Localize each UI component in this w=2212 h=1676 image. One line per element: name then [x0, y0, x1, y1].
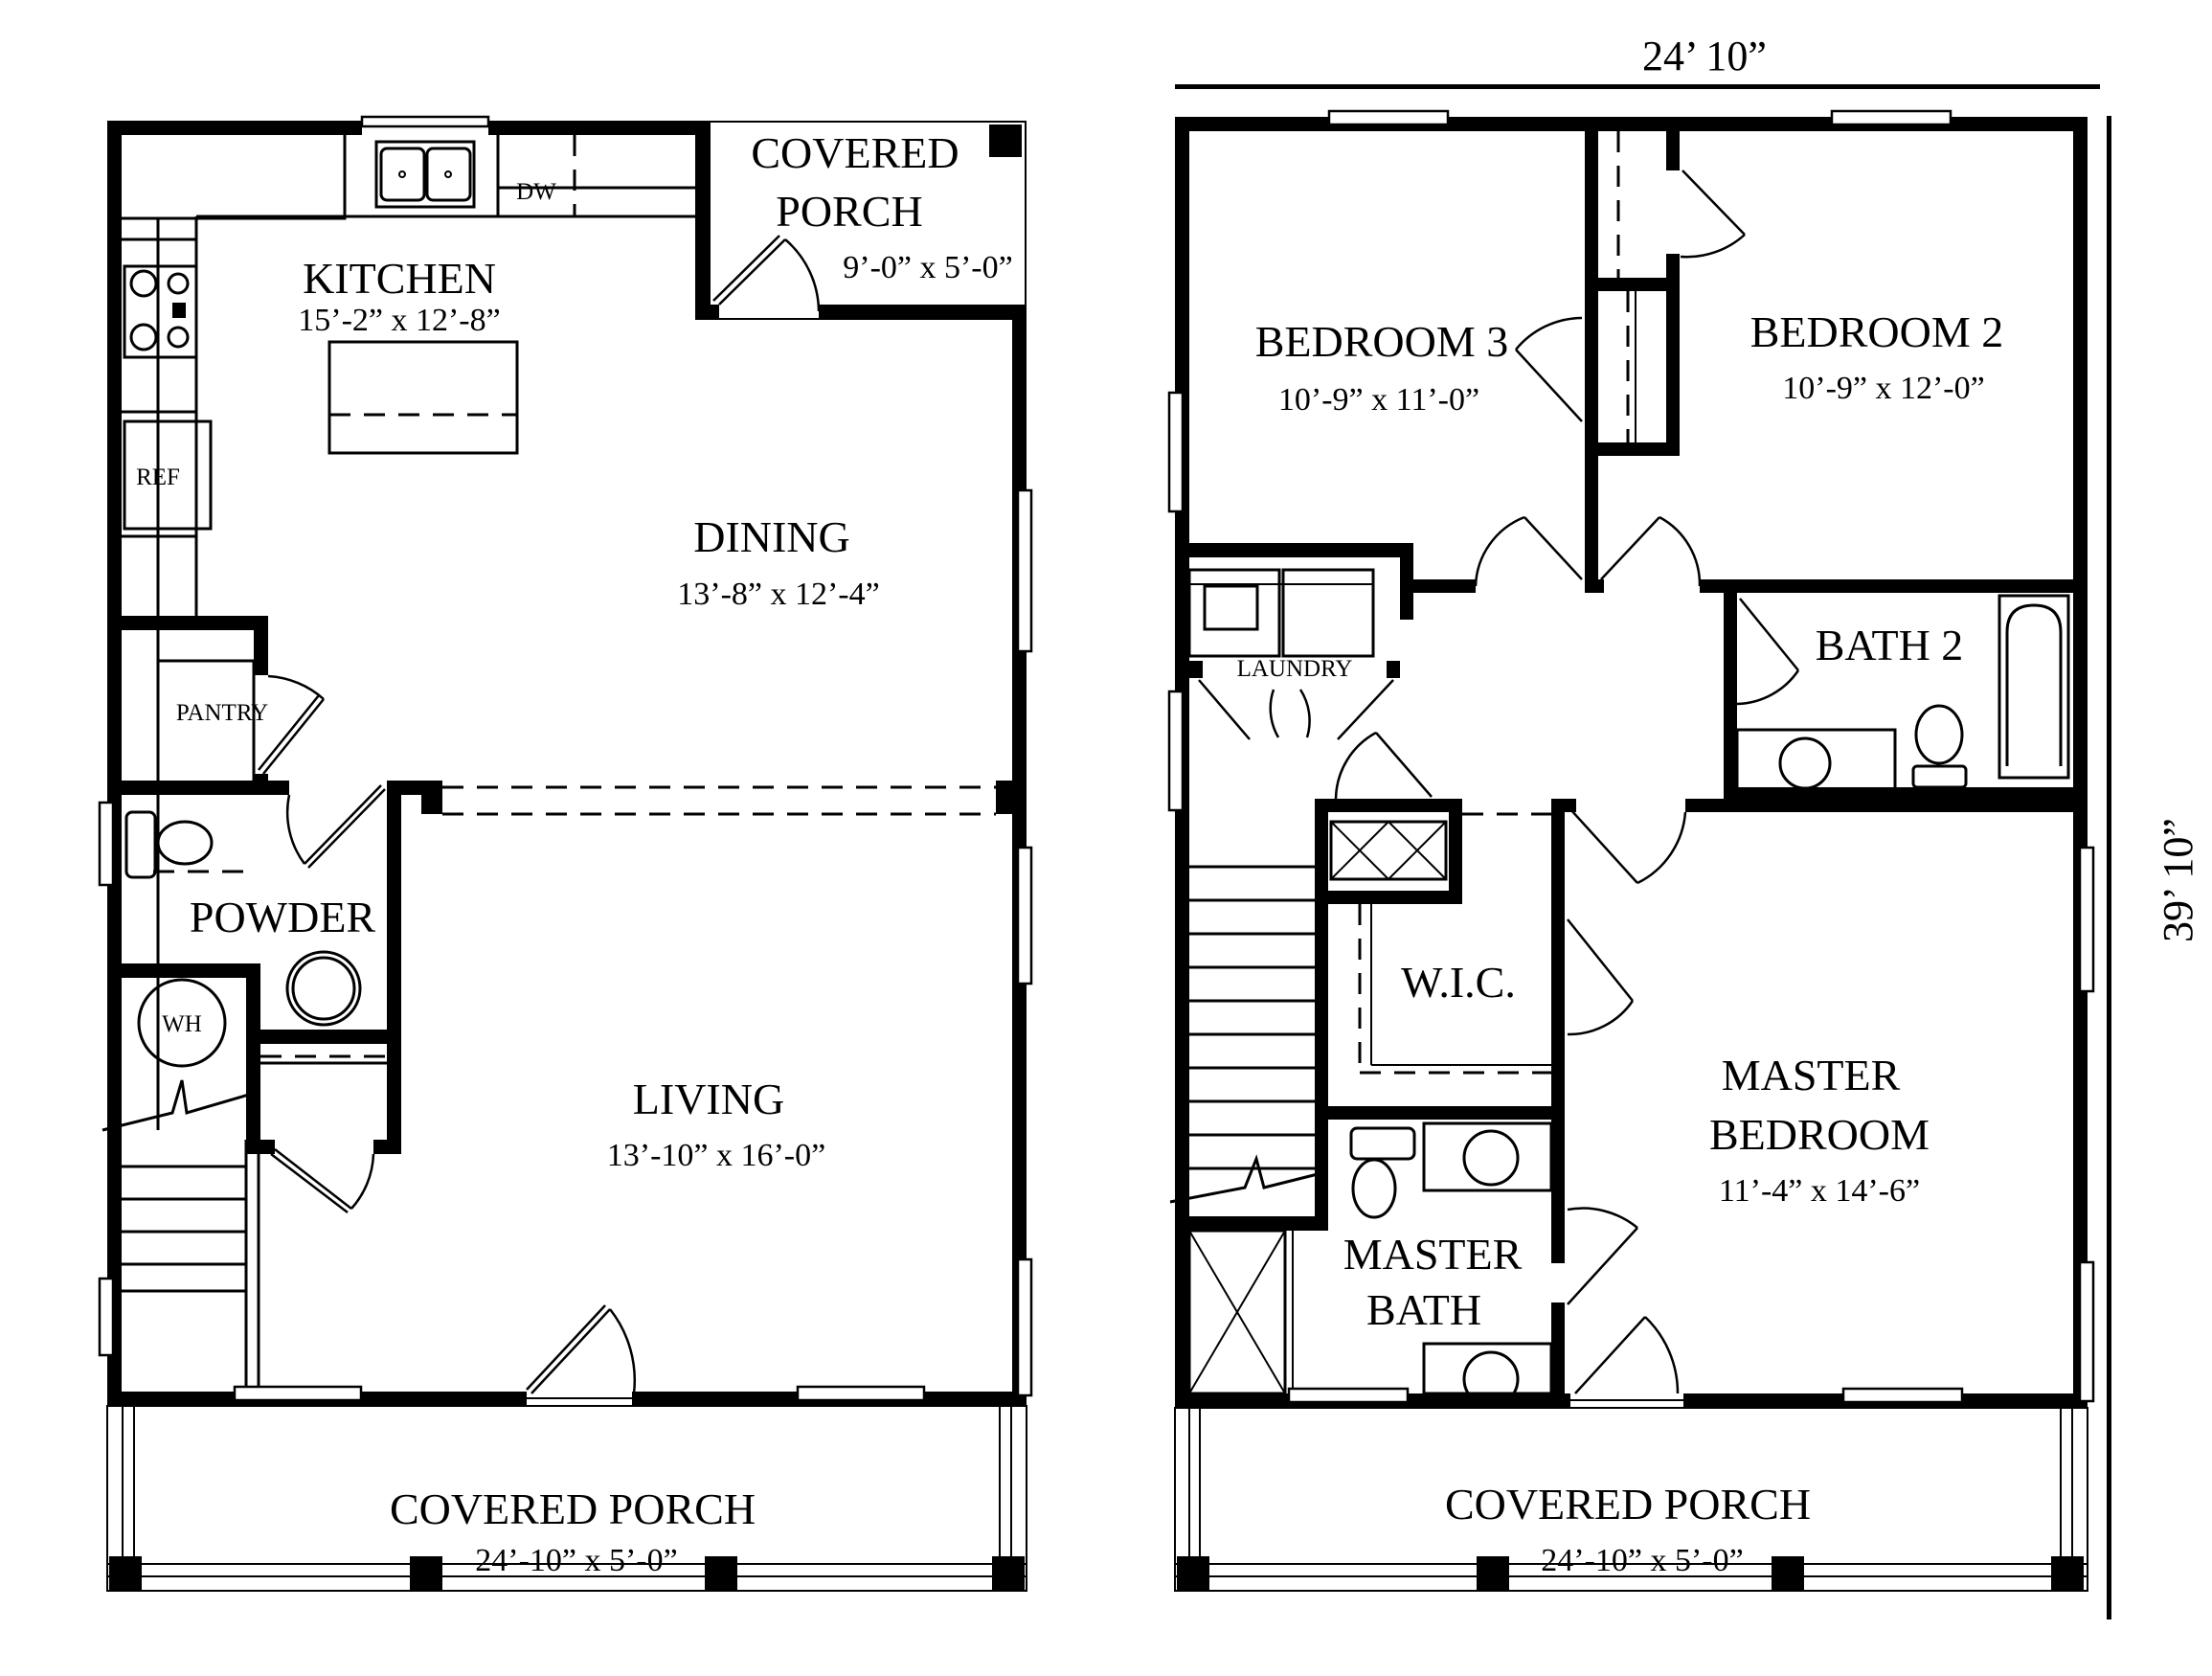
front-porch [106, 1405, 1027, 1592]
powder-door [285, 784, 386, 869]
first-floor-plan: DW REF [98, 115, 1033, 1592]
bedroom-3-label: BEDROOM 3 [1255, 317, 1509, 366]
front-porch-dims: 24’-10” x 5’-0” [475, 1543, 677, 1578]
bedroom-2-door [1600, 515, 1702, 587]
front-porch-dims: 24’-10” x 5’-0” [1541, 1543, 1743, 1578]
master-toilet [1349, 1126, 1416, 1219]
powder-sink [285, 950, 362, 1027]
living-label: LIVING [633, 1075, 784, 1123]
laundry-label: LAUNDRY [1237, 656, 1353, 682]
bedroom-2-label: BEDROOM 2 [1750, 307, 2004, 356]
window [1016, 1257, 1033, 1397]
window [1167, 690, 1185, 812]
window [1016, 846, 1033, 985]
window [796, 1385, 926, 1402]
master-bath-label-line2: BATH [1366, 1285, 1481, 1334]
window [1287, 1387, 1410, 1404]
sink [1462, 1350, 1520, 1408]
bedroom-3-door [1474, 515, 1583, 587]
window [98, 801, 115, 887]
window [2078, 846, 2095, 993]
bedroom-3-dims: 10’-9” x 11’-0” [1278, 382, 1479, 418]
refrigerator [123, 419, 213, 531]
bathtub [1998, 594, 2070, 780]
front-porch [1174, 1407, 2088, 1592]
living-dims: 13’-10” x 16’-0” [607, 1138, 825, 1173]
window [1167, 391, 1185, 513]
window [233, 1385, 363, 1402]
kitchen-label: KITCHEN [303, 254, 496, 303]
kitchen-dims: 15’-2” x 12’-8” [298, 303, 500, 338]
master-bedroom-label-line1: MASTER [1722, 1051, 1901, 1099]
master-bedroom-label-line2: BEDROOM [1709, 1110, 1930, 1159]
washer-dryer [1187, 568, 1375, 658]
overall-width-label: 24’ 10” [1642, 33, 1767, 79]
window [2078, 1260, 2095, 1403]
second-floor-plan: 24’ 10” 39’ 10” [1167, 33, 2201, 1619]
pantry-door [258, 674, 325, 775]
bath-2-vanity [1735, 728, 1897, 791]
closet-door [270, 1148, 375, 1213]
window [1016, 488, 1033, 653]
window [98, 1277, 115, 1357]
master-bath-label-line1: MASTER [1343, 1230, 1523, 1279]
window [360, 115, 490, 128]
master-door [1569, 808, 1687, 885]
width-dimension-line [1175, 84, 2100, 89]
rear-door [712, 235, 821, 312]
kitchen-island [327, 340, 519, 455]
depth-dimension-line [2107, 116, 2111, 1619]
master-bath-door [1567, 1207, 1638, 1305]
dining-dims: 13’-8” x 12’-4” [677, 577, 879, 612]
pantry-label: PANTRY [176, 700, 268, 726]
closet-door-bed3 [1515, 316, 1583, 422]
dining-label: DINING [693, 512, 850, 561]
water-heater [137, 978, 227, 1068]
sink [1462, 1129, 1520, 1187]
bath-2-door [1736, 598, 1800, 706]
front-door [523, 1304, 636, 1410]
window [1830, 109, 1952, 126]
rear-porch-label-line1: COVERED [751, 128, 959, 177]
powder-label: POWDER [190, 893, 376, 941]
wic-label: W.I.C. [1401, 958, 1516, 1007]
rear-porch-dims: 9’-0” x 5’-0” [843, 250, 1012, 285]
linen-closet [1329, 820, 1448, 881]
master-bedroom-dims: 11’-4” x 14’-6” [1719, 1173, 1920, 1209]
hall-closet-door [1334, 731, 1433, 800]
rear-porch-label-line2: PORCH [776, 187, 922, 236]
stairs [102, 1079, 260, 1392]
overall-depth-label: 39’ 10” [2155, 818, 2201, 942]
stairs [1169, 865, 1328, 1231]
front-porch-label: COVERED PORCH [390, 1484, 756, 1533]
sink [374, 140, 476, 209]
bedroom-2-dims: 10’-9” x 12’-0” [1782, 371, 1984, 406]
front-porch-label: COVERED PORCH [1445, 1480, 1811, 1529]
refrigerator-label: REF [136, 464, 180, 490]
wic-door [1567, 918, 1635, 1036]
porch-post [989, 125, 1022, 157]
closet-door-bed2 [1680, 170, 1746, 259]
laundry-doors [1198, 679, 1394, 740]
toilet [1914, 704, 1964, 765]
window [1841, 1387, 1964, 1404]
water-heater-label: WH [162, 1011, 202, 1037]
toilet [124, 810, 214, 879]
master-balcony-door [1568, 1316, 1685, 1410]
dishwasher-label: DW [516, 179, 556, 205]
sink [1778, 736, 1832, 790]
shower [1187, 1229, 1294, 1395]
window [1327, 109, 1450, 126]
range [123, 264, 198, 359]
bath-2-label: BATH 2 [1816, 621, 1964, 669]
